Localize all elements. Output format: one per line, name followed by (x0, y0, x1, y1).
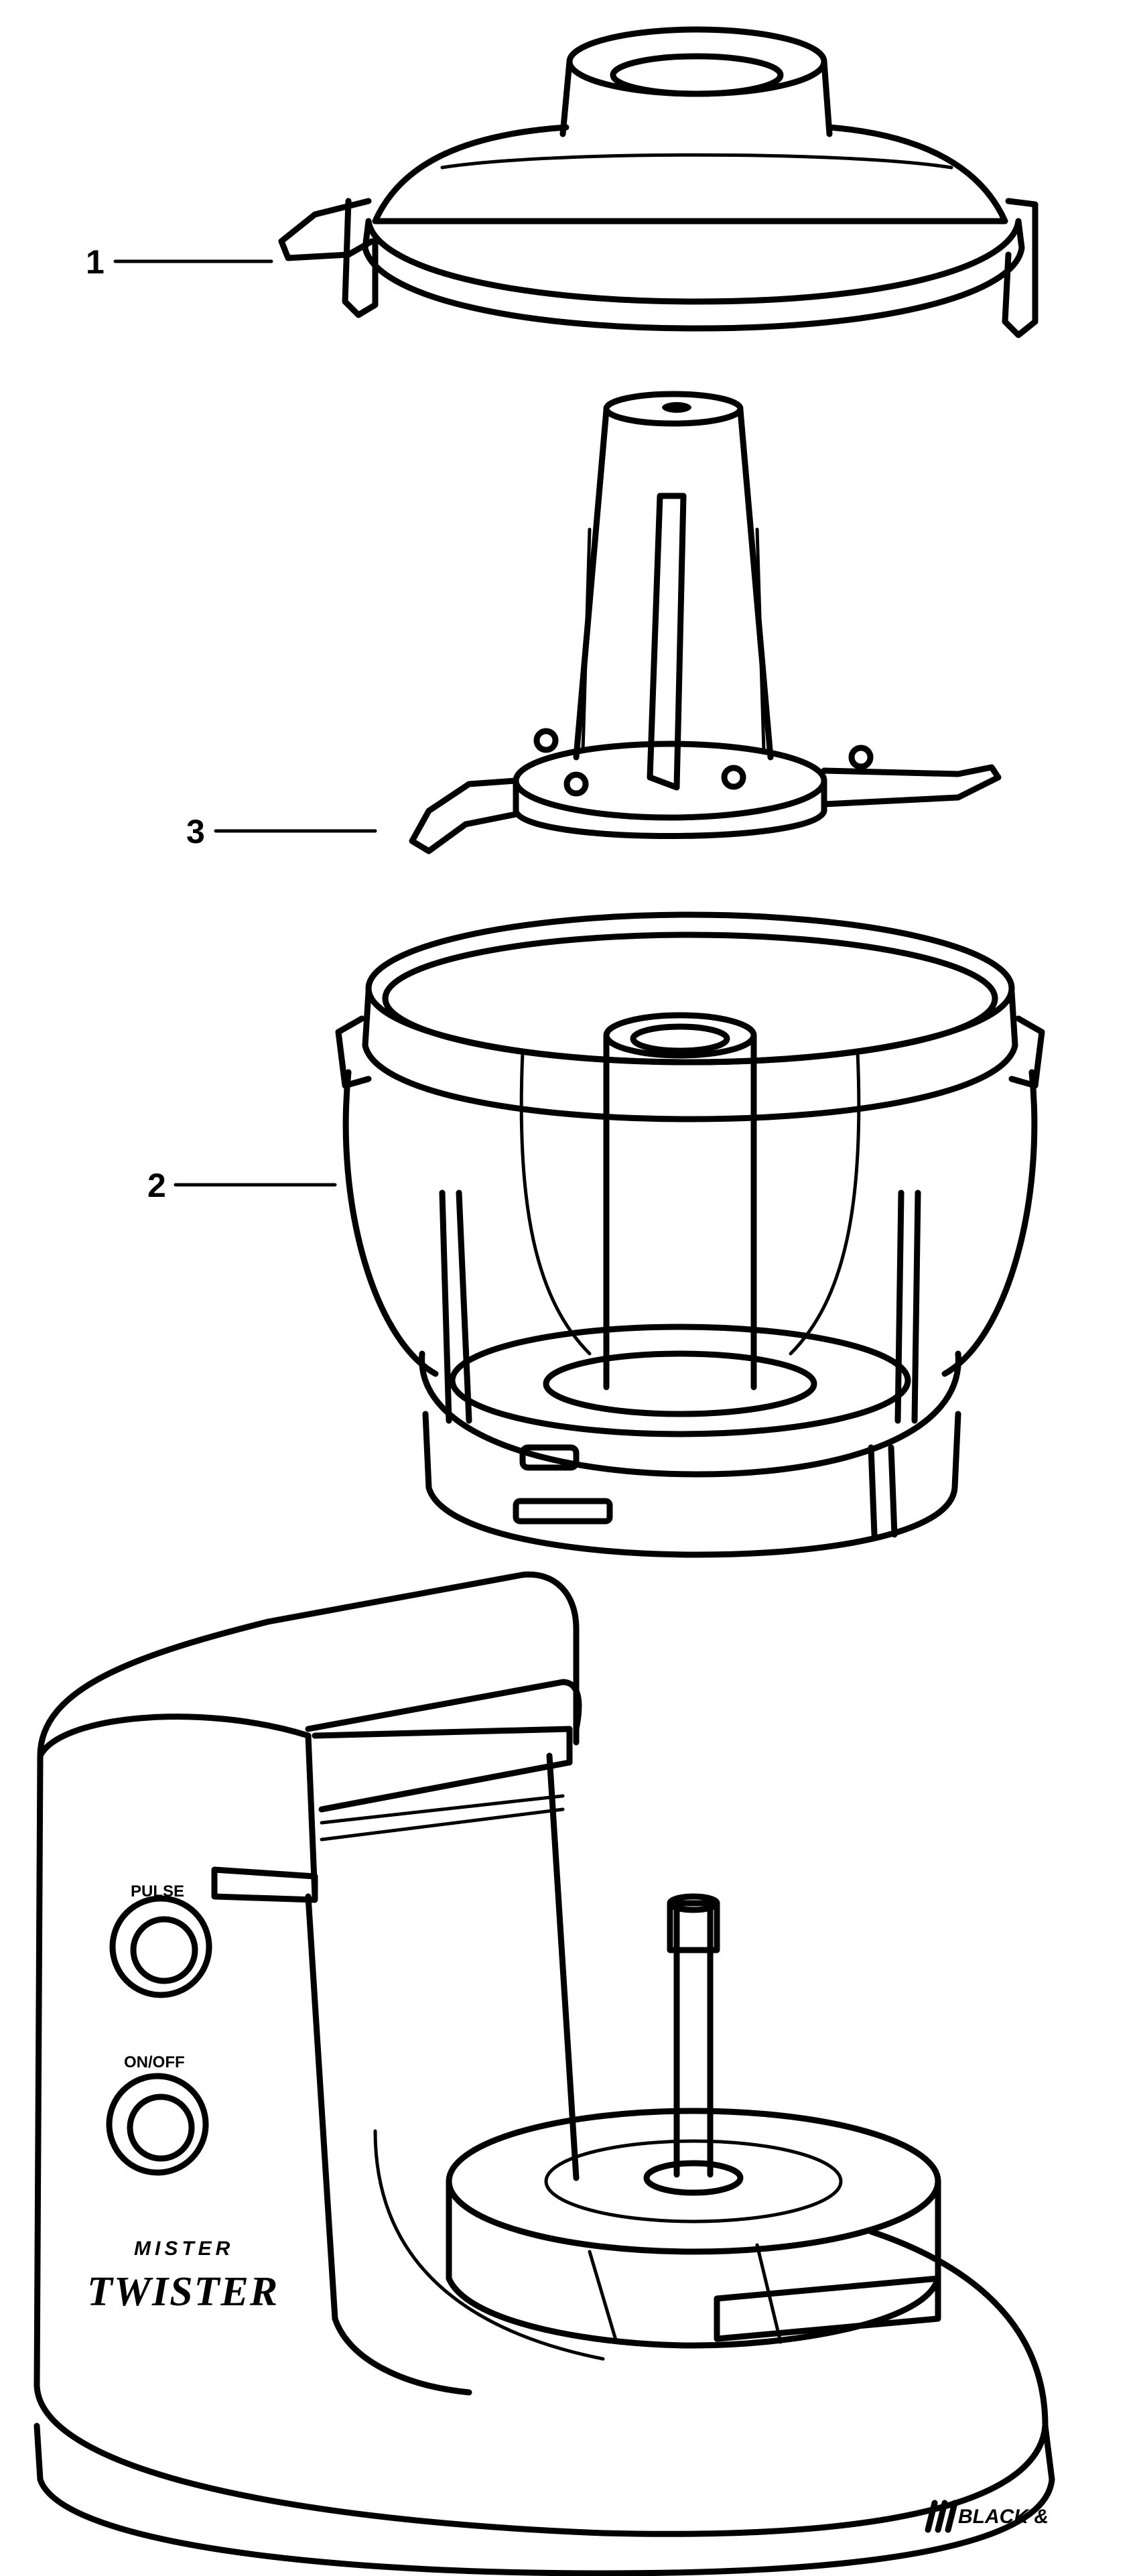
callout-number-3: 3 (186, 813, 205, 850)
pulse-label: PULSE (131, 1882, 184, 1901)
maker-logo-icon (925, 2500, 958, 2533)
maker-name: BLACK & (958, 2506, 1049, 2528)
blade: 3 (186, 391, 1002, 854)
callout-number-1: 1 (86, 243, 105, 281)
brand-name-small: MISTER (134, 2238, 234, 2260)
pulse-knob[interactable] (109, 1895, 212, 1998)
bowl: 2 (147, 911, 1045, 1558)
onoff-knob[interactable] (106, 2073, 209, 2176)
brand-name-big: TWISTER (87, 2269, 279, 2315)
lid: 1 (86, 26, 1039, 338)
callout-number-2: 2 (147, 1167, 166, 1204)
onoff-label: ON/OFF (124, 2053, 185, 2071)
motor-base: PULSE ON/OFF MISTER TWISTER BLACK & (34, 1571, 1055, 2576)
